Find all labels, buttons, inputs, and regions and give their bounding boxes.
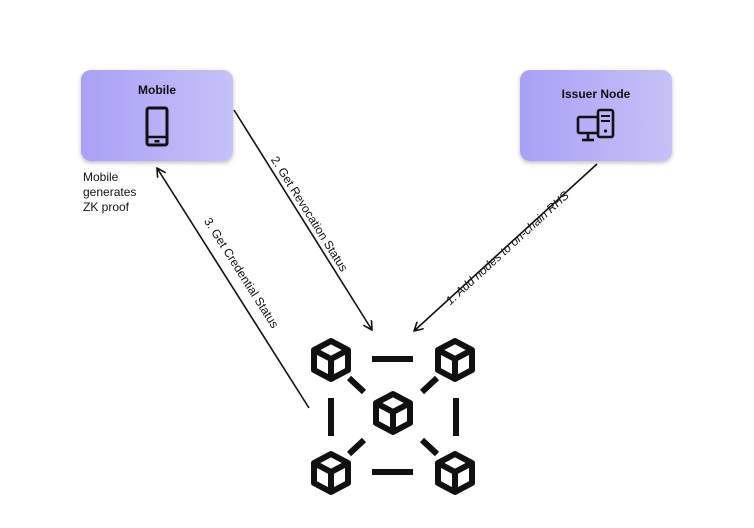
mobile-zk-proof-note: Mobile generates ZK proof <box>83 170 136 215</box>
mobile-node-title: Mobile <box>138 83 176 97</box>
edge-credential-arrow <box>157 168 310 409</box>
desktop-computer-icon <box>576 108 615 142</box>
smartphone-icon <box>145 106 169 147</box>
issuer-node-title: Issuer Node <box>561 87 631 101</box>
mobile-note-line-1: Mobile <box>83 170 119 184</box>
issuer-node[interactable]: Issuer Node <box>520 70 672 161</box>
edge-revocation-label: 2. Get Revocation Status <box>268 154 351 274</box>
edge-add-nodes-label: 1. Add nodes to on-chain RHS <box>443 188 572 307</box>
edge-add-nodes-arrow <box>414 163 598 331</box>
edge-revocation-arrow <box>233 109 372 330</box>
mobile-note-line-3: ZK proof <box>83 200 130 214</box>
mobile-note-line-2: generates <box>83 185 137 199</box>
blockchain-network-icon <box>311 338 475 495</box>
mobile-node[interactable]: Mobile <box>81 70 233 161</box>
edge-credential-label: 3. Get Credential Status <box>201 215 282 331</box>
